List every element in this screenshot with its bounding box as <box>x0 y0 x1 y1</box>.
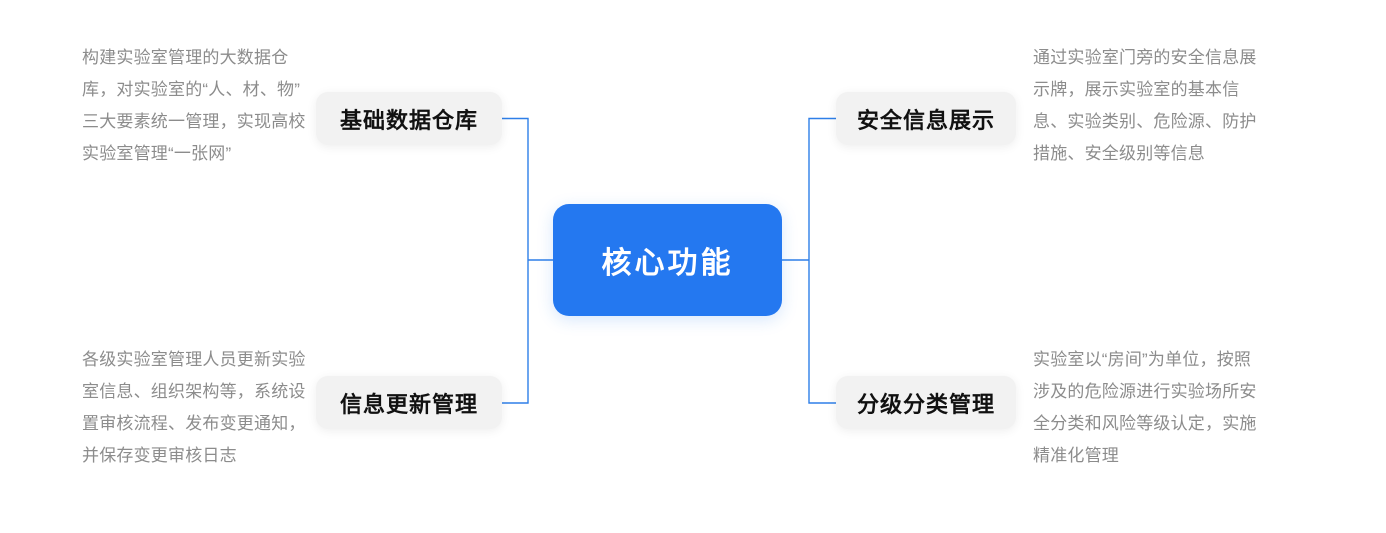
description-bottom-left: 各级实验室管理人员更新实验室信息、组织架构等，系统设置审核流程、发布变更通知，并… <box>82 350 306 465</box>
node-information-update-management[interactable]: 信息更新管理 <box>316 376 502 429</box>
node-graded-classification-management[interactable]: 分级分类管理 <box>836 376 1016 429</box>
description-top-right: 通过实验室门旁的安全信息展示牌，展示实验室的基本信息、实验类别、危险源、防护措施… <box>1033 48 1257 163</box>
description-bottom-right: 实验室以“房间”为单位，按照涉及的危险源进行实验场所安全分类和风险等级认定，实施… <box>1033 350 1257 465</box>
description-top-left: 构建实验室管理的大数据仓库，对实验室的“人、材、物”三大要素统一管理，实现高校实… <box>82 48 306 163</box>
center-node-core-functions[interactable]: 核心功能 <box>553 204 782 316</box>
node-safety-information-display[interactable]: 安全信息展示 <box>836 92 1016 145</box>
node-basic-data-warehouse[interactable]: 基础数据仓库 <box>316 92 502 145</box>
